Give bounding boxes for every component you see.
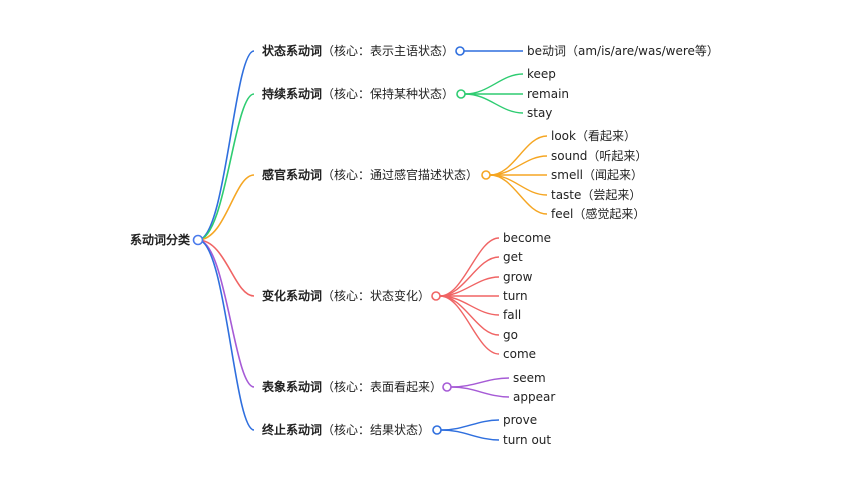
branch-to-leaf-link bbox=[439, 256, 500, 297]
branch-node-2[interactable]: 持续系动词（核心：保持某种状态） bbox=[262, 86, 454, 102]
leaf-node[interactable]: come bbox=[503, 347, 537, 361]
branch-title: 持续系动词 bbox=[262, 87, 323, 101]
branch-to-leaf-link bbox=[464, 93, 524, 114]
leaf-node[interactable]: keep bbox=[527, 67, 556, 81]
leaf-node[interactable]: grow bbox=[503, 270, 533, 284]
leaf-node[interactable]: turn bbox=[503, 289, 528, 303]
branch-to-leaf-link bbox=[489, 135, 548, 176]
branch-to-leaf-link bbox=[439, 295, 500, 355]
root-node-label[interactable]: 系动词分类 bbox=[130, 233, 191, 247]
leaf-node[interactable]: be动词（am/is/are/was/were等） bbox=[527, 44, 719, 58]
leaf-node[interactable]: appear bbox=[513, 390, 556, 404]
branch-note: （核心：状态变化） bbox=[322, 289, 431, 303]
root-to-branch-link-4 bbox=[197, 239, 255, 297]
branch-to-leaf-link bbox=[489, 155, 548, 176]
leaf-node[interactable]: prove bbox=[503, 413, 538, 427]
leaf-node[interactable]: get bbox=[503, 250, 523, 264]
leaf-node[interactable]: fall bbox=[503, 308, 522, 322]
root-to-branch-link-6 bbox=[197, 239, 255, 431]
leaf-node[interactable]: seem bbox=[513, 371, 546, 385]
branch-title: 感官系动词 bbox=[262, 168, 323, 182]
branch-node-3[interactable]: 感官系动词（核心：通过感官描述状态） bbox=[262, 167, 478, 183]
branch-to-leaf-link bbox=[440, 429, 500, 441]
leaf-node[interactable]: sound（听起来） bbox=[551, 149, 648, 163]
branch-title: 表象系动词 bbox=[262, 380, 323, 394]
leaf-node[interactable]: taste（尝起来） bbox=[551, 188, 642, 202]
branch-note: （核心：结果状态） bbox=[322, 423, 431, 437]
branch-node-6[interactable]: 终止系动词（核心：结果状态） bbox=[262, 422, 430, 438]
branch-note: （核心：表示主语状态） bbox=[322, 44, 455, 58]
branch-toggle-circle-2[interactable] bbox=[456, 89, 466, 99]
branch-toggle-circle-5[interactable] bbox=[442, 382, 452, 392]
leaf-node[interactable]: smell（闻起来） bbox=[551, 168, 643, 182]
root-to-branch-link-3 bbox=[197, 174, 255, 241]
branch-toggle-circle-6[interactable] bbox=[432, 425, 442, 435]
branch-toggle-circle-1[interactable] bbox=[455, 46, 465, 56]
branch-title: 终止系动词 bbox=[262, 423, 323, 437]
branch-to-leaf-link bbox=[489, 174, 548, 196]
leaf-node[interactable]: turn out bbox=[503, 433, 552, 447]
branch-node-5[interactable]: 表象系动词（核心：表面看起来） bbox=[262, 379, 442, 395]
root-toggle-circle[interactable] bbox=[192, 234, 204, 246]
branch-to-leaf-link bbox=[489, 174, 548, 215]
root-to-branch-link-1 bbox=[197, 50, 255, 241]
branch-to-leaf-link bbox=[464, 73, 524, 95]
leaf-node[interactable]: stay bbox=[527, 106, 553, 120]
branch-note: （核心：表面看起来） bbox=[322, 380, 443, 394]
branch-note: （核心：通过感官描述状态） bbox=[322, 168, 479, 182]
branch-to-leaf-link bbox=[450, 386, 510, 398]
root-to-branch-link-2 bbox=[197, 93, 255, 241]
branch-to-leaf-link bbox=[440, 419, 500, 431]
leaf-node[interactable]: feel（感觉起来） bbox=[551, 207, 646, 221]
branch-toggle-circle-3[interactable] bbox=[481, 170, 491, 180]
branch-toggle-circle-4[interactable] bbox=[431, 291, 441, 301]
branch-title: 状态系动词 bbox=[262, 44, 323, 58]
leaf-node[interactable]: go bbox=[503, 328, 518, 342]
branch-note: （核心：保持某种状态） bbox=[322, 87, 455, 101]
leaf-node[interactable]: remain bbox=[527, 87, 570, 101]
branch-to-leaf-link bbox=[439, 295, 500, 336]
leaf-node[interactable]: look（看起来） bbox=[551, 129, 636, 143]
branch-to-leaf-link bbox=[450, 377, 510, 388]
branch-node-1[interactable]: 状态系动词（核心：表示主语状态） bbox=[262, 43, 454, 59]
branch-title: 变化系动词 bbox=[262, 289, 323, 303]
branch-node-4[interactable]: 变化系动词（核心：状态变化） bbox=[262, 288, 430, 304]
leaf-node[interactable]: become bbox=[503, 231, 552, 245]
